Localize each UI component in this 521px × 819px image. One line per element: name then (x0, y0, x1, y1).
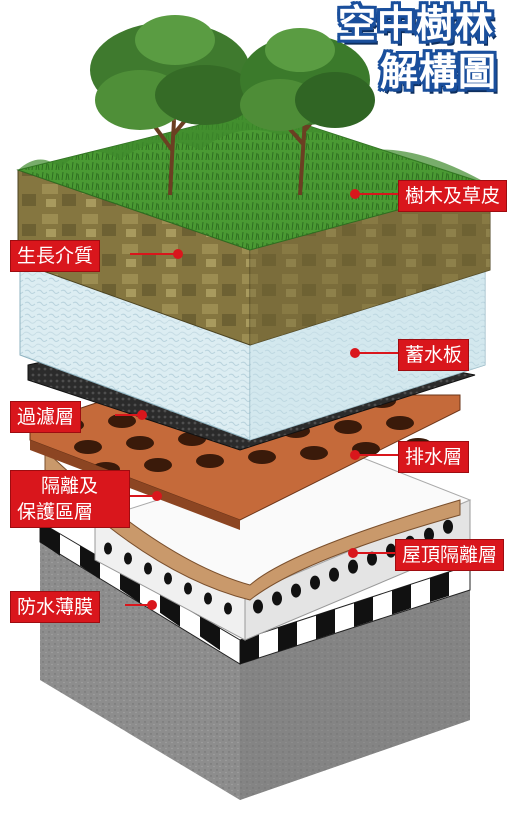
diagram-title-line-1: 空中樹林 (338, 2, 495, 46)
drainage-cup (74, 440, 102, 454)
label-separation-protection-line-1: 隔離及 (41, 475, 99, 497)
label-filter-layer: 過濾層 (10, 401, 82, 433)
membrane-check (316, 609, 335, 640)
slab-hole (224, 602, 232, 615)
membrane-check (120, 569, 140, 603)
slab-hole (204, 592, 212, 605)
slab-hole (104, 542, 112, 555)
label-growing-medium: 生長介質 (10, 240, 101, 272)
slab-hole (443, 519, 453, 534)
drainage-cup (144, 458, 172, 472)
slab-hole (348, 559, 358, 574)
slab-hole (164, 572, 172, 585)
slab-hole (144, 562, 152, 575)
drainage-cup (248, 450, 276, 464)
membrane-check (278, 621, 297, 652)
label-separation-protection-layer: 隔離及 保護區層 (10, 470, 130, 528)
drainage-cup (334, 420, 362, 434)
label-roof-separation-layer: 屋頂隔離層 (395, 539, 505, 571)
slab-hole (253, 599, 263, 614)
drainage-cup (386, 416, 414, 430)
diagram-title-line-2: 解構圖 (380, 50, 498, 94)
growing-medium-layer (17, 169, 491, 346)
slab-hole (386, 543, 396, 558)
tree-right (240, 28, 375, 196)
membrane-check (40, 522, 60, 556)
membrane-check (430, 571, 449, 603)
slab-hole (329, 567, 339, 582)
label-separation-protection-line-2: 保護區層 (17, 501, 94, 523)
drainage-cup (126, 436, 154, 450)
drainage-cup (196, 454, 224, 468)
leader-lines (115, 189, 398, 610)
slab-hole (124, 552, 132, 565)
membrane-check (160, 592, 180, 627)
membrane-check (240, 633, 259, 664)
label-waterproof-membrane: 防水薄膜 (10, 591, 101, 623)
membrane-check (80, 545, 100, 580)
label-trees-and-turf: 樹木及草皮 (398, 180, 508, 212)
label-water-storage-board: 蓄水板 (398, 339, 470, 371)
roof-separation-layer (93, 444, 472, 641)
label-drainage-layer: 排水層 (398, 441, 470, 473)
tree-left (90, 15, 255, 196)
drainage-cup (108, 414, 136, 428)
slab-hole (310, 575, 320, 590)
waterproof-membrane-layer (39, 521, 471, 665)
slab-hole (424, 527, 434, 542)
slab-hole (291, 583, 301, 598)
slab-hole (367, 551, 377, 566)
slab-hole (272, 591, 282, 606)
membrane-check (392, 584, 411, 615)
drainage-cup (300, 446, 328, 460)
membrane-check (200, 616, 220, 651)
water-storage-board-layer (19, 261, 486, 441)
slab-hole (184, 582, 192, 595)
membrane-check (354, 596, 373, 627)
